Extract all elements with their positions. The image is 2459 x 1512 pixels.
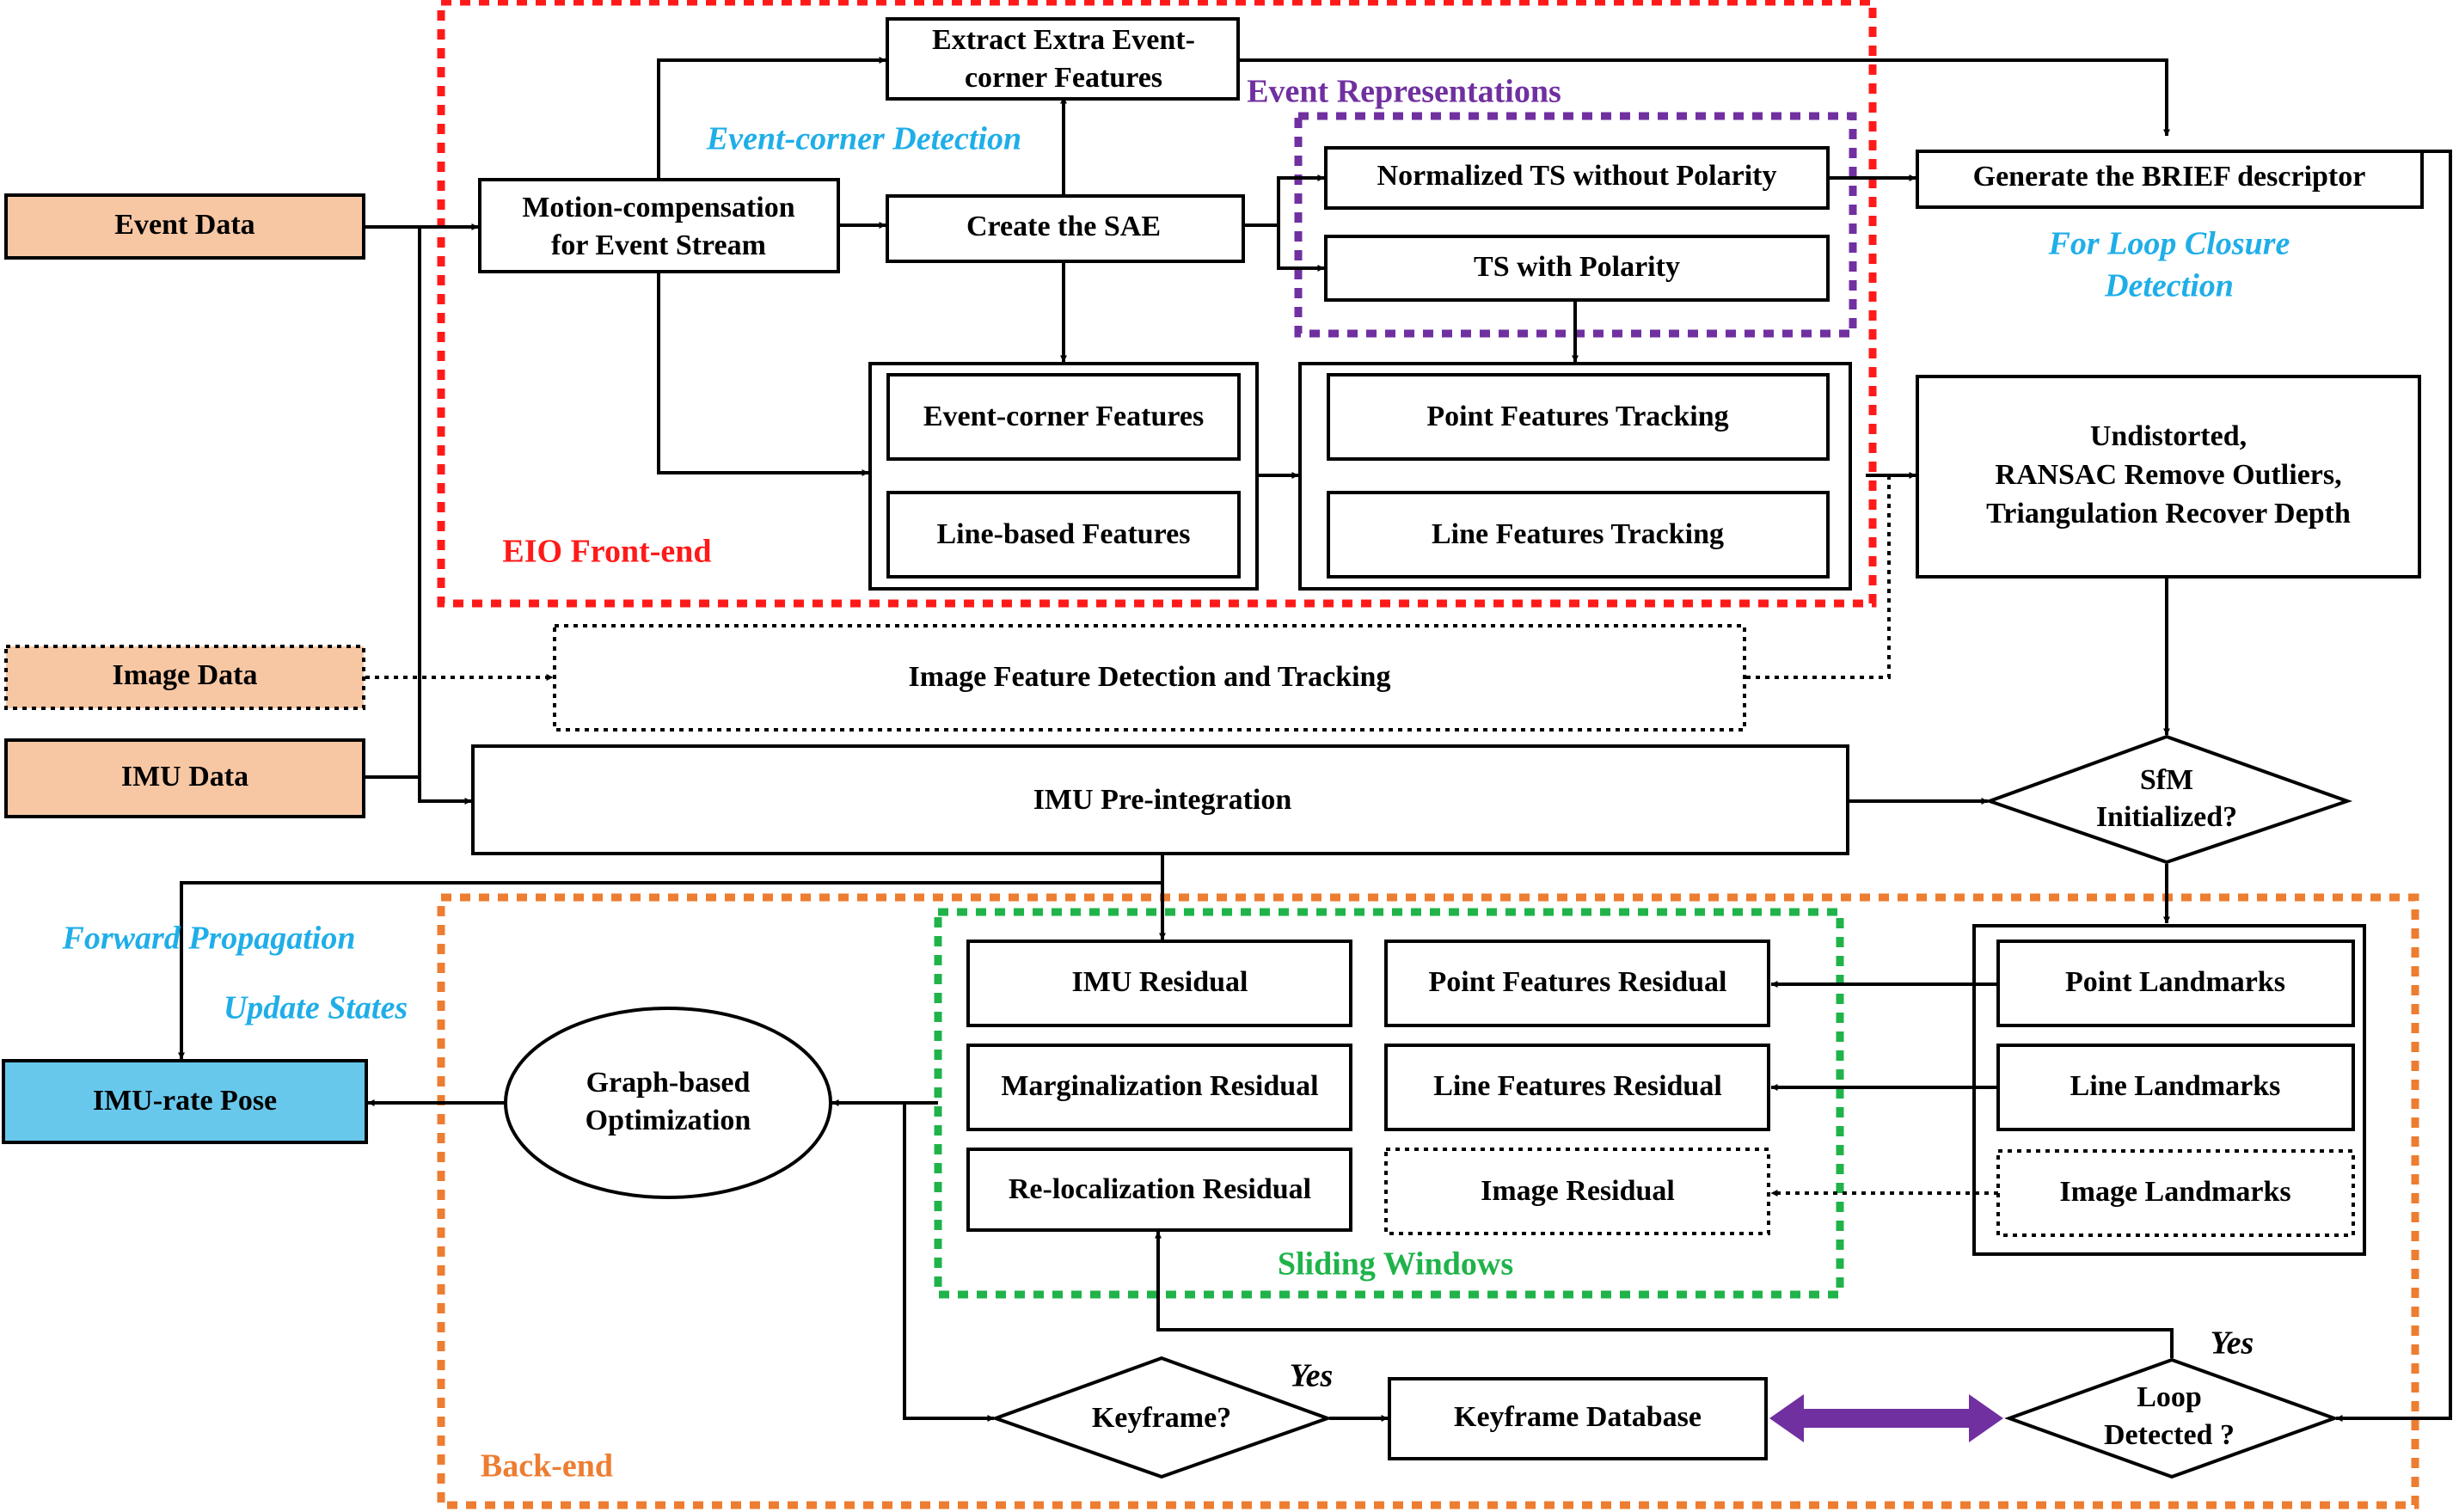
event-data-node: Event Data <box>4 193 365 260</box>
forward-propagation-label: Forward Propagation <box>61 921 355 957</box>
marginalization-residual-label: Marginalization Residual <box>1001 1070 1318 1102</box>
imu-preintegration-node: IMU Pre-integration <box>471 744 1849 855</box>
imu-residual-node: IMU Residual <box>966 940 1352 1027</box>
keyframe-yes-label: Yes <box>1290 1358 1334 1394</box>
brief-descriptor-label: Generate the BRIEF descriptor <box>1973 161 2366 193</box>
keyframe-question-label: Keyframe? <box>1092 1402 1231 1434</box>
marginalization-residual-node: Marginalization Residual <box>966 1044 1352 1131</box>
graph-optimization-line2: Optimization <box>586 1105 751 1136</box>
imu-residual-label: IMU Residual <box>1072 966 1248 998</box>
motion-compensation-node: Motion-compensation for Event Stream <box>478 178 840 273</box>
line-tracking-label: Line Features Tracking <box>1432 518 1724 550</box>
motion-compensation-line1: Motion-compensation <box>522 192 794 223</box>
undistort-ransac-node: Undistorted, RANSAC Remove Outliers, Tri… <box>1916 375 2421 578</box>
image-residual-label: Image Residual <box>1481 1175 1675 1207</box>
event-data-label: Event Data <box>114 209 254 241</box>
imu-preintegration-label: IMU Pre-integration <box>1033 784 1292 816</box>
image-residual-node: Image Residual <box>1384 1148 1770 1235</box>
normalized-ts-node: Normalized TS without Polarity <box>1324 146 1830 210</box>
frontend-label: EIO Front-end <box>502 534 711 570</box>
point-features-residual-node: Point Features Residual <box>1384 940 1770 1027</box>
event-corner-features-label: Event-corner Features <box>923 401 1204 432</box>
relocalization-residual-node: Re-localization Residual <box>966 1148 1352 1232</box>
feature-extraction-group: Event-corner Features Line-based Feature… <box>868 362 1259 591</box>
graph-optimization-node: Graph-based Optimization <box>504 1007 832 1199</box>
point-tracking-label: Point Features Tracking <box>1426 401 1728 432</box>
connectors <box>178 57 2452 1422</box>
undistort-line3: Triangulation Recover Depth <box>1986 498 2351 530</box>
loop-detected-decision: Loop Detected ? <box>2004 1357 2339 1479</box>
event-representations-label: Event Representations <box>1247 74 1561 110</box>
graph-optimization-line1: Graph-based <box>586 1067 751 1099</box>
motion-compensation-line2: for Event Stream <box>551 230 766 261</box>
frontend-region <box>437 0 1877 608</box>
undistort-line1: Undistorted, <box>2090 420 2247 452</box>
sfm-line1: SfM <box>2140 764 2193 796</box>
keyframe-database-label: Keyframe Database <box>1454 1401 1702 1433</box>
backend-label: Back-end <box>481 1448 613 1484</box>
image-data-node: Image Data <box>4 645 365 710</box>
landmarks-group: Point Landmarks Line Landmarks Image Lan… <box>1972 924 2366 1256</box>
normalized-ts-label: Normalized TS without Polarity <box>1377 160 1777 192</box>
extract-features-line1: Extract Extra Event- <box>932 24 1195 56</box>
loop-line1: Loop <box>2137 1381 2202 1413</box>
imu-data-node: IMU Data <box>4 738 365 818</box>
ts-polarity-node: TS with Polarity <box>1324 235 1830 302</box>
ts-polarity-label: TS with Polarity <box>1474 251 1680 283</box>
line-landmarks-label: Line Landmarks <box>2070 1070 2281 1102</box>
loop-closure-line1: For Loop Closure <box>2048 226 2290 262</box>
sliding-windows-label: Sliding Windows <box>1278 1246 1513 1282</box>
brief-descriptor-node: Generate the BRIEF descriptor <box>1916 150 2424 209</box>
point-landmarks-label: Point Landmarks <box>2065 966 2285 998</box>
line-based-features-label: Line-based Features <box>937 518 1191 550</box>
line-features-residual-label: Line Features Residual <box>1433 1070 1722 1102</box>
image-feature-label: Image Feature Detection and Tracking <box>909 661 1391 693</box>
image-feature-node: Image Feature Detection and Tracking <box>553 624 1746 732</box>
loop-yes-label: Yes <box>2211 1325 2254 1362</box>
event-corner-detection-label: Event-corner Detection <box>706 121 1021 157</box>
sfm-initialized-decision: SfM Initialized? <box>1984 734 2353 865</box>
backend-region <box>437 893 2419 1509</box>
imu-data-label: IMU Data <box>121 761 248 793</box>
create-sae-label: Create the SAE <box>966 211 1161 242</box>
update-states-label: Update States <box>224 990 408 1026</box>
keyframe-decision: Keyframe? <box>990 1356 1333 1479</box>
extract-features-line2: corner Features <box>965 62 1162 94</box>
imu-rate-pose-label: IMU-rate Pose <box>93 1085 277 1117</box>
loop-closure-line2: Detection <box>2104 268 2234 304</box>
line-features-residual-node: Line Features Residual <box>1384 1044 1770 1131</box>
point-features-residual-label: Point Features Residual <box>1429 966 1727 998</box>
sfm-line2: Initialized? <box>2096 801 2237 833</box>
image-landmarks-label: Image Landmarks <box>2059 1176 2290 1208</box>
feature-tracking-group: Point Features Tracking Line Features Tr… <box>1298 362 1852 591</box>
create-sae-node: Create the SAE <box>886 194 1245 263</box>
loop-line2: Detected ? <box>2104 1419 2235 1451</box>
image-data-label: Image Data <box>112 659 257 691</box>
database-loop-double-arrow <box>1769 1394 2003 1442</box>
relocalization-residual-label: Re-localization Residual <box>1009 1173 1311 1205</box>
keyframe-database-node: Keyframe Database <box>1388 1377 1768 1460</box>
imu-rate-pose-node: IMU-rate Pose <box>2 1059 368 1144</box>
extract-corner-features-node: Extract Extra Event- corner Features <box>886 17 1240 101</box>
undistort-line2: RANSAC Remove Outliers, <box>1995 459 2341 491</box>
